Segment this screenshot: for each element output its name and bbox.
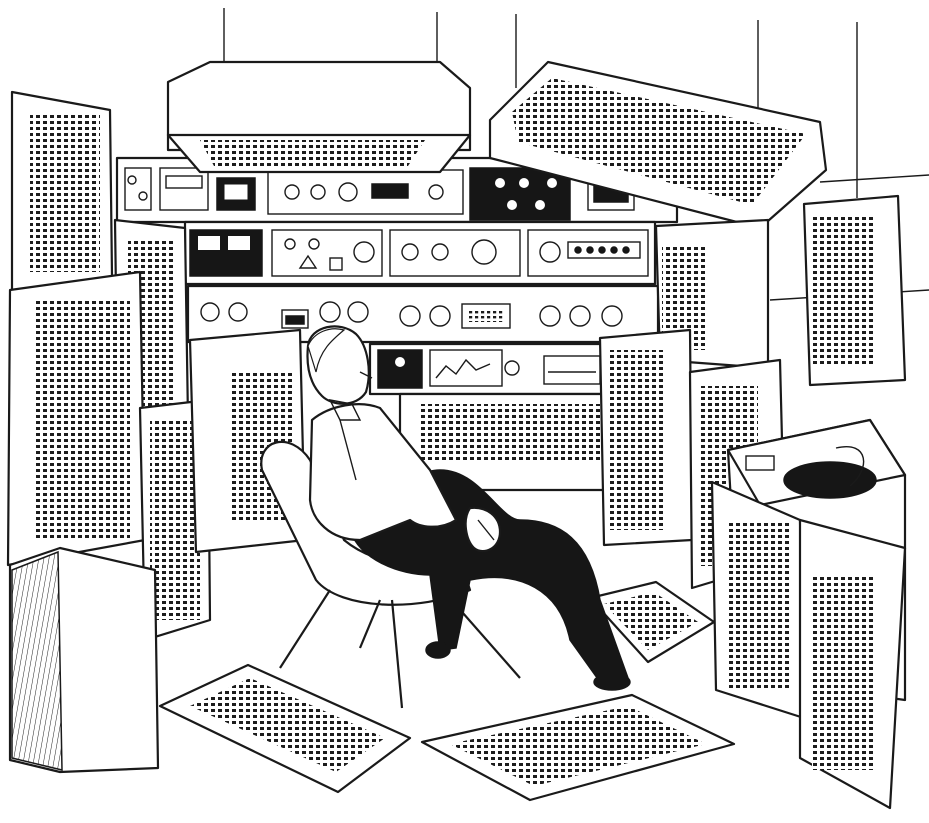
speaker-right-corner: [798, 518, 907, 810]
floor-panel-center: [420, 693, 736, 802]
overhead-speaker-left: [166, 60, 472, 174]
seated-man: [306, 325, 631, 691]
speaker-left-top: [10, 90, 114, 296]
speaker-right-middle: [598, 328, 694, 547]
turntable-platter: [783, 461, 877, 499]
rack-row-middle: [189, 229, 649, 277]
floor-panel-left: [158, 663, 412, 794]
ceiling-rods: [223, 8, 858, 198]
speaker-right-far: [802, 194, 907, 387]
console-grille: [420, 404, 600, 460]
rack-row-top: [124, 167, 635, 221]
overhead-speaker-right: [488, 60, 828, 230]
rack-row-console: [377, 349, 601, 389]
tonearm: [835, 445, 865, 487]
speaker-left-middle: [6, 270, 147, 567]
speaker-right-front: [710, 480, 806, 720]
floor-panel-right: [588, 580, 716, 664]
speaker-left-base: [8, 546, 160, 774]
rack-row-lower: [200, 301, 623, 329]
